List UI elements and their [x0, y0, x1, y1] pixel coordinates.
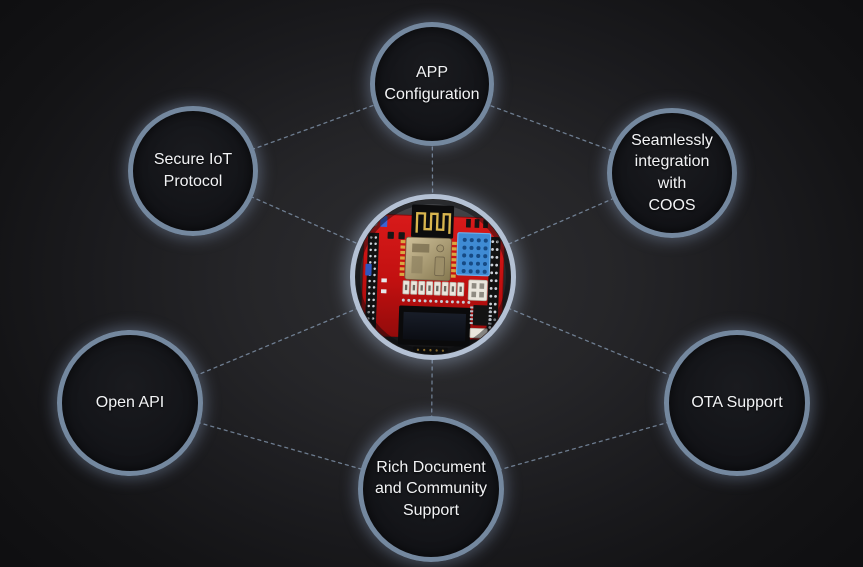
feature-node-secure-iot-protocol: Secure IoT Protocol	[128, 106, 258, 236]
feature-node-label: OTA Support	[691, 394, 783, 412]
feature-node-seamlessly-coos: Seamlessly integration with COOS	[607, 108, 737, 238]
feature-node-rich-document: Rich Document and Community Support	[358, 416, 504, 562]
iot-board-illustration	[355, 199, 511, 355]
feature-node-label: Secure IoT Protocol	[153, 151, 233, 190]
feature-node-label: APP Configuration	[384, 64, 480, 103]
feature-node-label: Seamlessly integration with COOS	[631, 131, 713, 214]
feature-node-app-configuration: APP Configuration	[370, 22, 494, 146]
center-board-photo	[350, 194, 516, 360]
feature-node-open-api: Open API	[57, 330, 203, 476]
feature-node-ota-support: OTA Support	[664, 330, 810, 476]
feature-node-label: Open API	[95, 394, 165, 412]
feature-node-label: Rich Document and Community Support	[374, 458, 488, 519]
